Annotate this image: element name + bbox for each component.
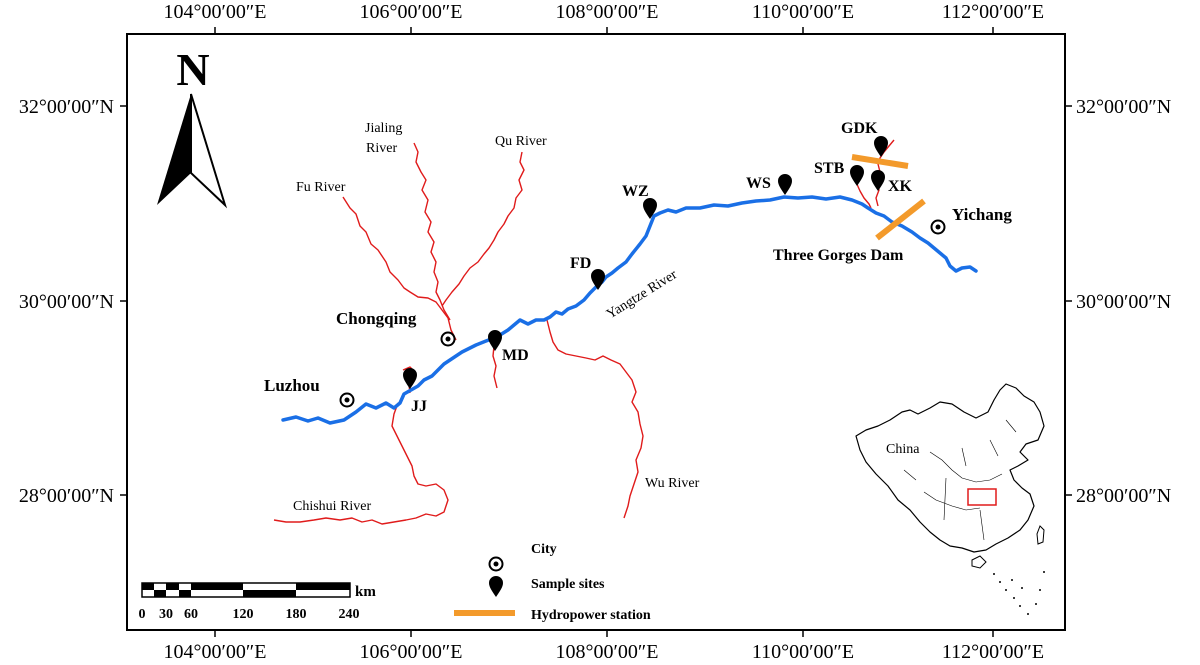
jj-site-pin [403,368,417,389]
scale-tick-60: 60 [184,607,198,622]
yangtze-river-label: Yangtze River [604,267,680,322]
top-lon-104: 104°00′00″E [164,1,267,23]
top-lon-108: 108°00′00″E [556,1,659,23]
xk-label: XK [888,178,913,195]
right-lat-32: 32°00′00″N [1076,96,1171,118]
bottom-lon-108: 108°00′00″E [556,641,659,663]
fd-label: FD [570,255,591,272]
qu-river-label: Qu River [495,134,547,149]
legend-city-symbol [488,556,504,572]
chishui-river [273,402,449,525]
wu-river-label: Wu River [645,476,700,491]
coordinate-ticks [120,27,1072,637]
tributaries [273,139,895,525]
scale-bar: km 0 30 60 120 180 240 [139,582,376,622]
three-gorges-dam-station [875,198,926,241]
gdk-tributary [875,139,895,207]
bottom-lon-110: 110°00′00″E [752,641,854,663]
qu-river [441,151,525,307]
south-china-sea-islands [993,571,1045,615]
bottom-lon-104: 104°00′00″E [164,641,267,663]
xk-site-pin [871,170,885,191]
bottom-longitude-labels: 104°00′00″E 106°00′00″E 108°00′00″E 110°… [164,641,1045,663]
gdk-label: GDK [841,120,878,137]
right-lat-30: 30°00′00″N [1076,291,1171,313]
top-longitude-labels: 104°00′00″E 106°00′00″E 108°00′00″E 110°… [164,1,1045,23]
top-lon-110: 110°00′00″E [752,1,854,23]
bottom-lon-106: 106°00′00″E [360,641,463,663]
right-lat-28: 28°00′00″N [1076,485,1171,507]
sample-site-pins [403,136,888,389]
top-lon-112: 112°00′00″E [942,1,1044,23]
scale-tick-180: 180 [286,607,307,622]
china-inset-label: China [886,442,920,457]
fu-river [342,196,457,341]
chongqing-city-marker [440,331,456,347]
taiwan-island [1036,525,1045,545]
scale-unit: km [355,584,376,600]
left-latitude-labels: 32°00′00″N 30°00′00″N 28°00′00″N [19,96,114,507]
luzhou-label: Luzhou [264,376,320,395]
md-label: MD [502,347,529,364]
jialing-river [413,142,451,321]
china-inset-map: China [855,383,1045,615]
top-lon-106: 106°00′00″E [360,1,463,23]
md-tributary [492,345,498,389]
ws-label: WS [746,175,771,192]
yichang-label: Yichang [952,205,1012,224]
yichang-city-marker [930,219,946,235]
scale-tick-240: 240 [339,607,360,622]
jj-label: JJ [411,398,427,415]
legend-sample-site-pin [489,576,503,597]
gdk-site-pin [874,136,888,157]
bottom-lon-112: 112°00′00″E [942,641,1044,663]
legend-sample-sites-label: Sample sites [531,577,605,592]
left-lat-32: 32°00′00″N [19,96,114,118]
north-arrow: N [157,44,228,209]
three-gorges-dam-label: Three Gorges Dam [773,247,904,264]
fd-site-pin [591,269,605,290]
china-province-lines [903,419,1017,541]
north-arrow-filled-half [157,94,191,205]
hainan-island [971,555,987,569]
china-outline [855,383,1045,553]
scale-tick-30: 30 [159,607,173,622]
scale-tick-120: 120 [233,607,254,622]
north-letter: N [176,44,209,95]
luzhou-city-marker [339,392,355,408]
chishui-river-label: Chishui River [293,499,372,514]
left-lat-30: 30°00′00″N [19,291,114,313]
stb-label: STB [814,160,845,177]
left-lat-28: 28°00′00″N [19,485,114,507]
north-arrow-outline-half [190,93,228,209]
jialing-river-label-line1: Jialing [365,121,402,136]
chongqing-label: Chongqing [336,309,417,328]
legend-hydropower-label: Hydropower station [531,608,651,623]
hydropower-stations [851,154,926,241]
city-markers [339,219,946,408]
legend: City Sample sites Hydropower station [454,542,651,623]
gdk-hydropower-station [851,154,909,169]
scale-tick-0: 0 [139,607,146,622]
right-latitude-labels: 32°00′00″N 30°00′00″N 28°00′00″N [1076,96,1171,507]
stb-site-pin [850,165,864,186]
md-site-pin [488,330,502,351]
wz-site-pin [643,198,657,219]
legend-city-label: City [531,542,557,557]
jialing-river-label-line2: River [366,141,397,156]
fu-river-label: Fu River [296,180,346,195]
stb-tributary [855,181,872,209]
ws-site-pin [778,174,792,195]
wz-label: WZ [622,183,649,200]
study-area-inset-box [967,488,997,506]
map-frame [126,33,1066,631]
wu-river [546,319,644,519]
